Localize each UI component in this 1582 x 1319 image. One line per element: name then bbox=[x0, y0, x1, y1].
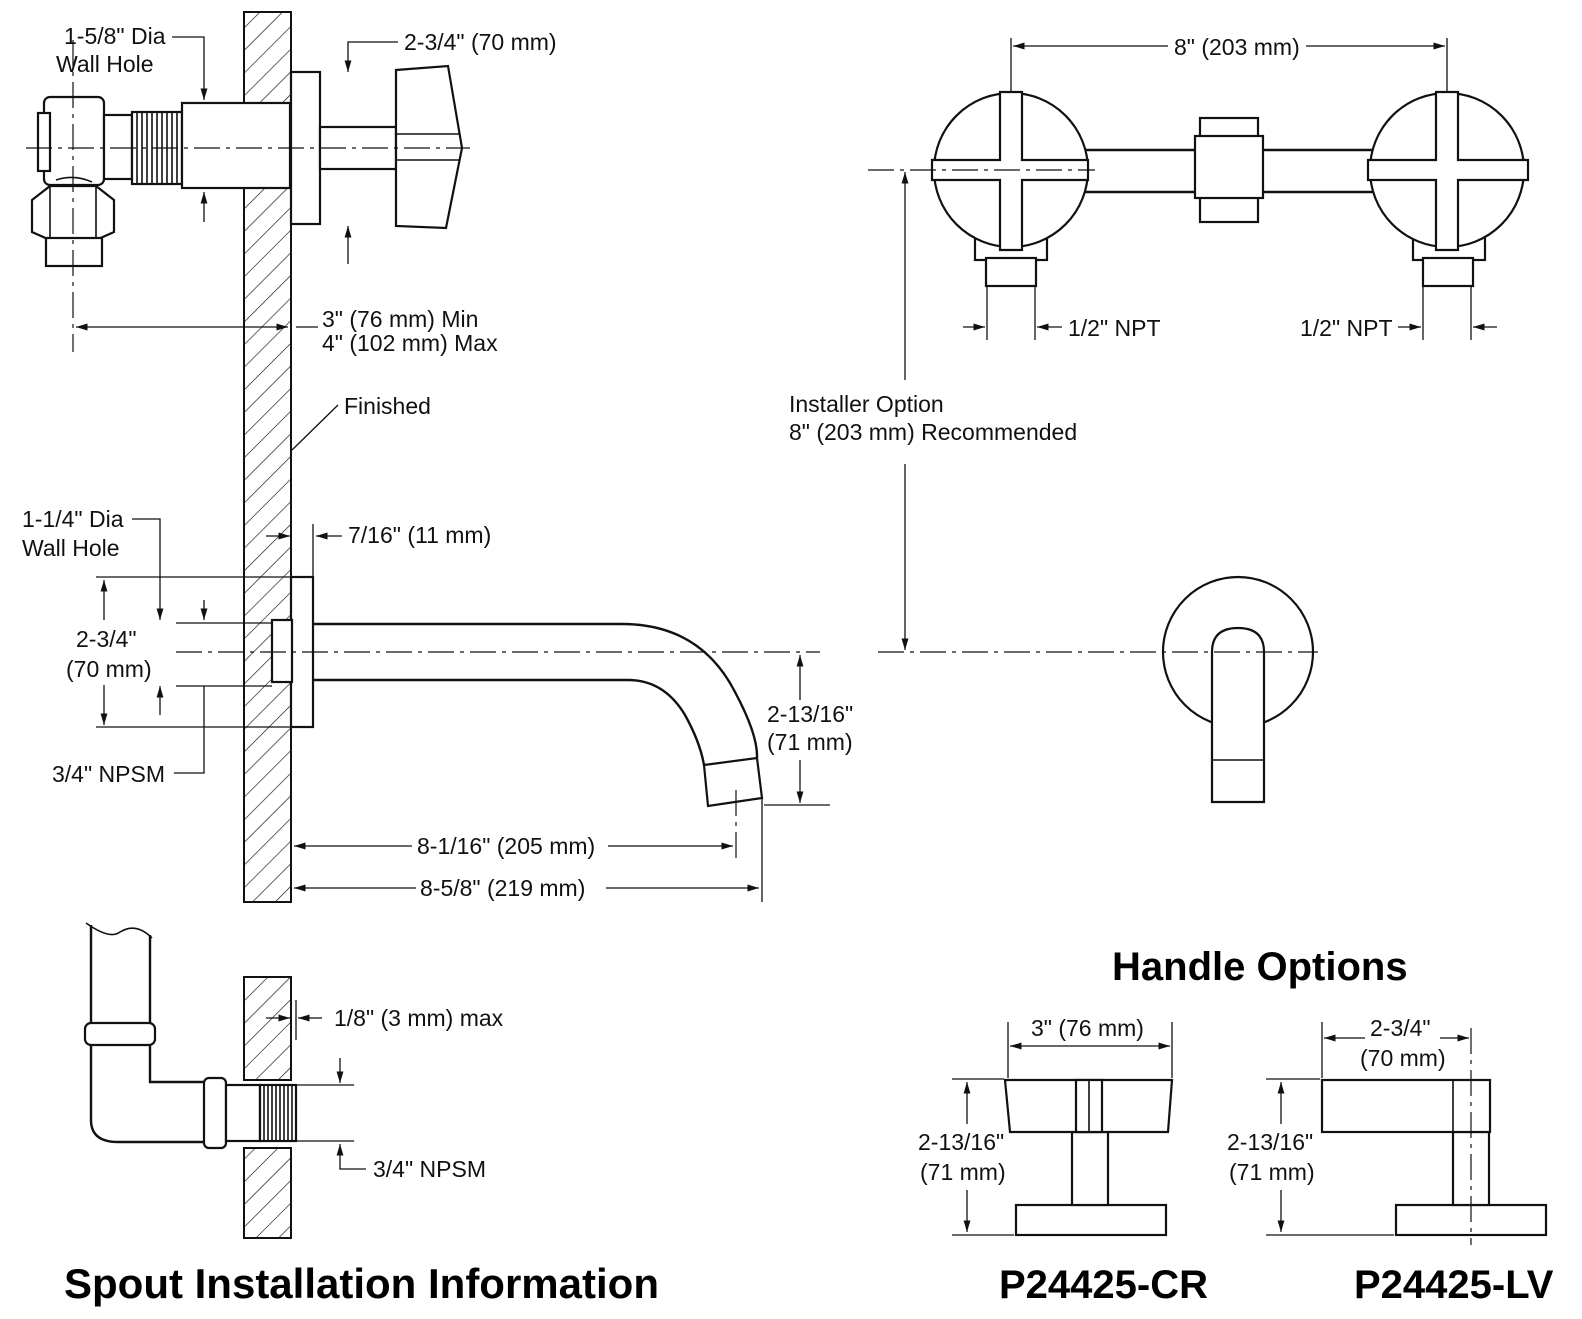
handle-depth-label: 2-3/4" (70 mm) bbox=[404, 29, 557, 55]
centers-label: 8" (203 mm) bbox=[1174, 34, 1300, 60]
handle-options-heading: Handle Options bbox=[1112, 945, 1408, 989]
lv-height-label-a: 2-13/16" bbox=[1227, 1129, 1313, 1155]
cr-height-label-b: (71 mm) bbox=[920, 1159, 1006, 1185]
valve-front-view bbox=[930, 90, 1530, 288]
spout-reach-label-2: 8-5/8" (219 mm) bbox=[420, 875, 585, 901]
wall-hole-spout-label: 1-1/4" Dia bbox=[22, 506, 124, 532]
wall-hole-dim-top bbox=[172, 36, 208, 222]
section-headings: Handle Options Spout Installation Inform… bbox=[64, 945, 1554, 1307]
escutcheon-label-a: 2-3/4" bbox=[76, 626, 137, 652]
cr-width-label: 3" (76 mm) bbox=[1031, 1015, 1144, 1041]
spout-height-dim bbox=[764, 655, 830, 806]
spout-height-label-b: (71 mm) bbox=[767, 729, 853, 755]
handle-assembly-side bbox=[289, 64, 464, 230]
handle-cr-dims bbox=[952, 1022, 1173, 1236]
flange-gap-dim bbox=[266, 524, 342, 577]
spout-installation-heading: Spout Installation Information bbox=[64, 1260, 659, 1307]
pipe-detail-dims bbox=[266, 1000, 366, 1170]
npsm-pipe-label: 3/4" NPSM bbox=[373, 1156, 486, 1182]
npt-left-label: 1/2" NPT bbox=[1068, 315, 1161, 341]
centers-dim bbox=[1010, 38, 1448, 92]
finished-leader bbox=[291, 404, 339, 451]
spout-wall-hole-dim bbox=[132, 518, 272, 715]
wall-hole-spout-label-b: Wall Hole bbox=[22, 535, 120, 561]
spout-reach-dims bbox=[294, 842, 759, 892]
npt-right-label: 1/2" NPT bbox=[1300, 315, 1393, 341]
npt-dims bbox=[963, 286, 1497, 340]
lv-width-label-a: 2-3/4" bbox=[1370, 1015, 1431, 1041]
valve-body bbox=[30, 95, 292, 268]
model-cr-heading: P24425-CR bbox=[999, 1263, 1208, 1307]
cr-height-label-a: 2-13/16" bbox=[918, 1129, 1004, 1155]
handle-lv-dims bbox=[1266, 1022, 1469, 1236]
handle-depth-dim bbox=[344, 41, 398, 264]
installer-option-label: Installer Option bbox=[789, 391, 944, 417]
lv-height-label-b: (71 mm) bbox=[1229, 1159, 1315, 1185]
spout-front-view bbox=[1161, 575, 1315, 804]
handle-cr-drawing bbox=[1003, 1078, 1174, 1237]
finished-label: Finished bbox=[344, 393, 431, 419]
spout-reach-label-1: 8-1/16" (205 mm) bbox=[417, 833, 595, 859]
dimension-labels: 1-5/8" Dia Wall Hole 2-3/4" (70 mm) 3" (… bbox=[22, 23, 1446, 1185]
thread-max-label: 1/8" (3 mm) max bbox=[334, 1005, 504, 1031]
spout-height-label-a: 2-13/16" bbox=[767, 701, 853, 727]
spout-side-view bbox=[270, 575, 764, 808]
wall-hole-top-label-b: Wall Hole bbox=[56, 51, 154, 77]
npsm-spout-leader bbox=[174, 600, 208, 774]
handle-lv-drawing bbox=[1320, 1028, 1548, 1245]
min-depth-label: 3" (76 mm) Min bbox=[322, 306, 478, 332]
installer-recommended-label: 8" (203 mm) Recommended bbox=[789, 419, 1077, 445]
model-lv-heading: P24425-LV bbox=[1354, 1263, 1554, 1307]
lv-width-label-b: (70 mm) bbox=[1360, 1045, 1446, 1071]
pipe-detail bbox=[83, 922, 298, 1239]
escutcheon-label-b: (70 mm) bbox=[66, 656, 152, 682]
npsm-spout-label: 3/4" NPSM bbox=[52, 761, 165, 787]
escutcheon-dim bbox=[96, 576, 291, 728]
max-depth-label: 4" (102 mm) Max bbox=[322, 330, 498, 356]
wall-hole-top-label: 1-5/8" Dia bbox=[64, 23, 166, 49]
flange-gap-label: 7/16" (11 mm) bbox=[348, 522, 491, 548]
